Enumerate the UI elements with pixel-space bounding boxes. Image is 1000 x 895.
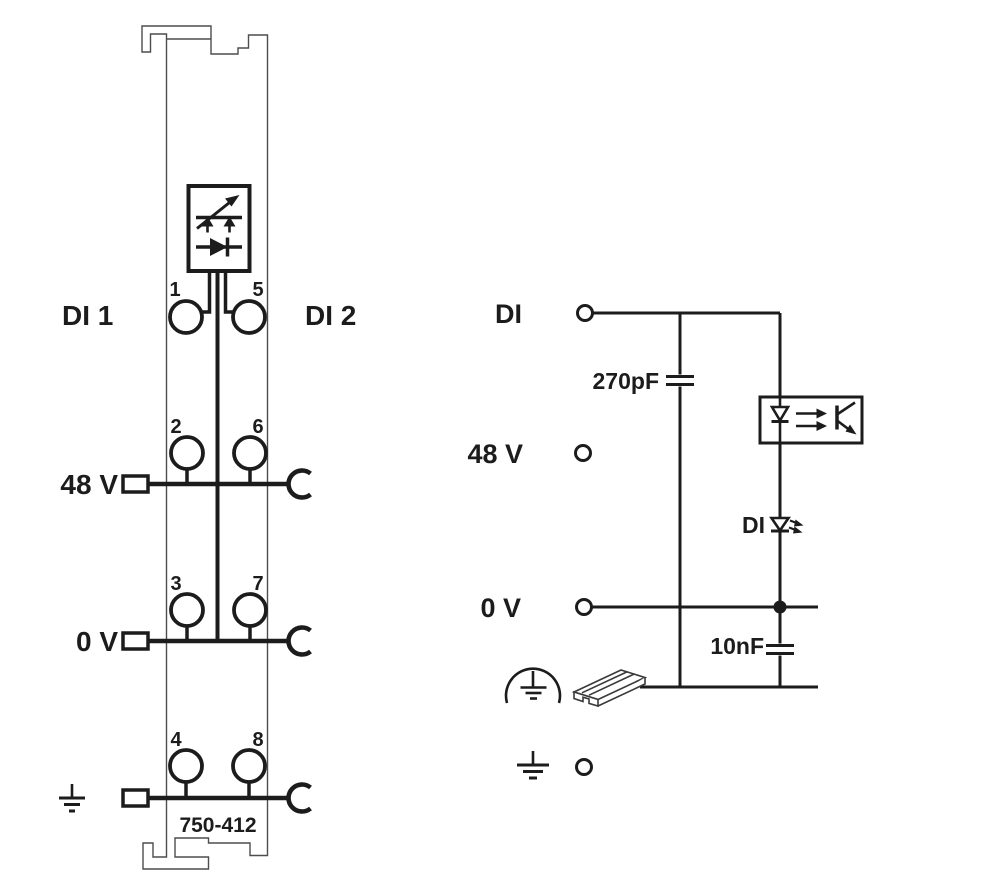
- terminal-1: [168, 299, 204, 335]
- part-number-label: 750-412: [179, 814, 256, 837]
- terminal-2-number: 2: [170, 416, 181, 438]
- terminal-4: [168, 748, 204, 784]
- label-48v: 48 V: [60, 469, 118, 500]
- terminal-1-number: 1: [169, 279, 180, 301]
- terminal-3: [169, 592, 205, 628]
- indicator-leds-symbol: [196, 195, 242, 233]
- optocoupler-led-symbol: [769, 397, 791, 443]
- optocoupler-box: [758, 395, 864, 445]
- chassis-ground-symbol: [504, 667, 562, 704]
- terminal-7-number: 7: [252, 573, 263, 595]
- status-indicator-box: [186, 184, 252, 273]
- terminal-3-number: 3: [170, 573, 181, 595]
- io-module-diagram: 1 5 2 6 3 7 4 8 DI 1 DI 2 48 V: [59, 25, 356, 870]
- filter-capacitor: [766, 644, 794, 687]
- label-0v: 0 V: [76, 626, 118, 657]
- di-terminal: [576, 304, 594, 322]
- terminal-6: [232, 435, 268, 471]
- terminal-6-number: 6: [252, 416, 263, 438]
- bus-row-0v: 0 V: [76, 592, 312, 657]
- terminal-4-number: 4: [170, 729, 182, 751]
- di-led-symbol: [769, 516, 804, 534]
- bus-row-earth: [59, 748, 312, 814]
- terminal-5-number: 5: [252, 279, 263, 301]
- input-capacitor: [666, 313, 694, 687]
- phototransistor-symbol: [835, 401, 857, 435]
- v0-terminal: [575, 598, 593, 616]
- earth-ground-symbol: [59, 784, 85, 813]
- input-capacitor-label: 270pF: [593, 368, 659, 394]
- power-jumper-contact-earth: [121, 788, 150, 808]
- power-jumper-socket-earth: [286, 782, 312, 814]
- terminal-5: [231, 299, 267, 335]
- terminal-7: [232, 592, 268, 628]
- label-di1: DI 1: [62, 300, 113, 331]
- terminal-8-number: 8: [252, 729, 263, 751]
- earth-symbol: [517, 751, 549, 780]
- power-jumper-contact-0v: [121, 631, 150, 651]
- protection-diode-symbol: [196, 237, 242, 257]
- schematic-0v-label: 0 V: [480, 593, 521, 623]
- module-outline: [141, 25, 269, 870]
- terminal-8: [231, 748, 267, 784]
- power-jumper-socket-48v: [286, 468, 312, 500]
- input-schematic: DI 270pF: [467, 299, 864, 780]
- junction-dot: [773, 600, 787, 614]
- power-jumper-contact-48v: [121, 474, 150, 494]
- terminal-2: [169, 435, 205, 471]
- schematic-di-label: DI: [495, 299, 522, 329]
- v48-terminal: [574, 444, 592, 462]
- optocoupler-light-arrows: [796, 408, 827, 431]
- schematic-48v-label: 48 V: [467, 439, 523, 469]
- power-jumper-socket-0v: [286, 625, 312, 657]
- din-rail-icon: [571, 669, 648, 708]
- filter-capacitor-label: 10nF: [710, 633, 764, 659]
- bus-row-48v: 48 V: [60, 435, 312, 500]
- earth-terminal: [575, 758, 593, 776]
- label-di2: DI 2: [305, 300, 356, 331]
- di-led-label: DI: [742, 512, 765, 538]
